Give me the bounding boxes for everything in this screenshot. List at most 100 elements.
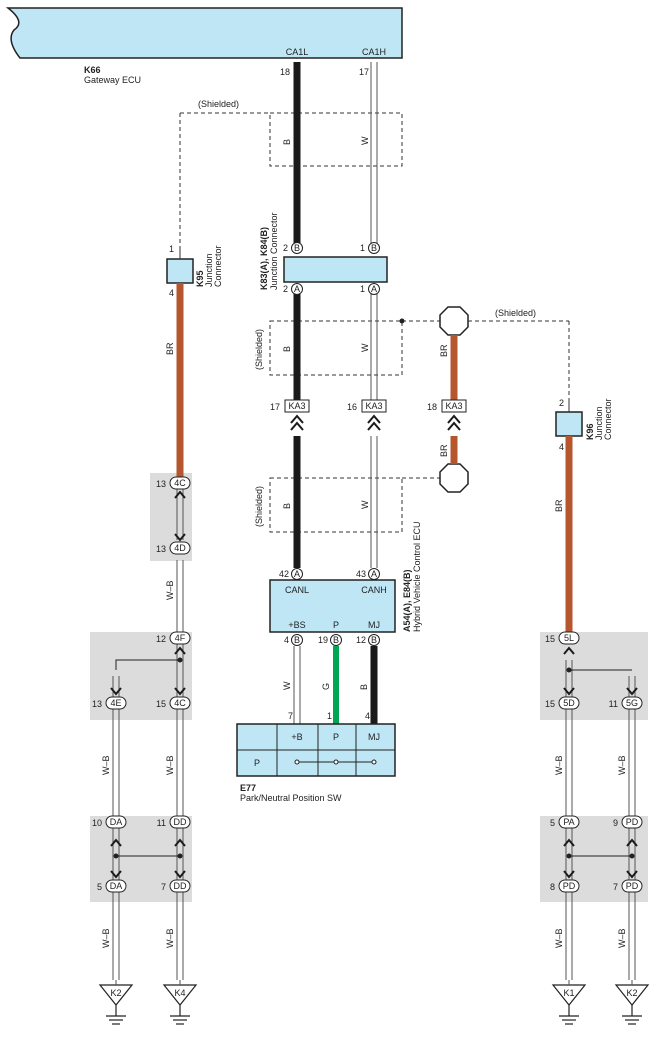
svg-text:1: 1 [169,244,174,254]
svg-text:4F: 4F [175,633,186,643]
svg-text:W–B: W–B [165,928,175,948]
svg-text:7: 7 [288,711,293,721]
svg-text:Park/Neutral Position SW: Park/Neutral Position SW [240,793,342,803]
svg-text:BR: BR [439,344,449,357]
svg-text:5: 5 [97,882,102,892]
hybrid-vehicle-ecu: A A 42 43 CANL CANH +BS P MJ B B B 4 19 … [269,521,422,646]
svg-text:Hybrid Vehicle Control ECU: Hybrid Vehicle Control ECU [412,521,422,632]
svg-text:A: A [371,284,377,294]
svg-text:7: 7 [161,882,166,892]
ground-k4 [162,984,198,1025]
svg-text:B: B [359,684,369,690]
svg-text:1: 1 [360,284,365,294]
svg-text:12: 12 [356,635,366,645]
svg-text:K95: K95 [195,270,205,287]
pin-18-label: 18 [280,67,290,77]
chevron-markers [110,490,638,879]
svg-text:A: A [294,284,300,294]
svg-text:Junction: Junction [204,253,214,287]
can-high-wire [370,62,378,568]
svg-text:4: 4 [284,635,289,645]
shielded-label-right: (Shielded) [495,308,536,318]
svg-text:W–B: W–B [101,755,111,775]
gateway-code: K66 [84,65,101,75]
left-junction-lines [115,659,180,857]
svg-text:CANL: CANL [285,585,309,595]
svg-text:17: 17 [270,402,280,412]
svg-text:P: P [254,758,260,768]
br-label-right: BR [554,499,564,512]
wire-w-label-3: W [360,500,370,509]
svg-text:15: 15 [156,699,166,709]
shielded-label-mid: (Shielded) [254,329,264,370]
pin-17-label: 17 [359,67,369,77]
k96-junction-connector: 2 4 K96 Junction Connector [555,398,613,452]
junction-dots [113,318,635,859]
svg-text:P: P [333,732,339,742]
svg-text:MJ: MJ [368,620,380,630]
shaded-areas [90,473,648,902]
shield-lines [179,112,570,533]
wire-b-label-1: B [282,139,292,145]
svg-text:12: 12 [156,634,166,644]
svg-text:5G: 5G [626,698,638,708]
svg-text:11: 11 [157,818,166,828]
svg-text:43: 43 [356,569,366,579]
svg-text:13: 13 [156,544,166,554]
e77-wires [293,646,378,724]
svg-text:2: 2 [559,398,564,408]
ground-connection-lines [115,980,633,985]
ground-k2-left [98,984,134,1025]
svg-text:PD: PD [626,817,639,827]
svg-text:W–B: W–B [101,928,111,948]
svg-text:W–B: W–B [165,580,175,600]
svg-text:E77: E77 [240,783,256,793]
svg-text:8: 8 [550,882,555,892]
svg-text:PD: PD [563,881,576,891]
svg-text:A: A [294,569,300,579]
svg-text:PA: PA [563,817,574,827]
svg-text:P: P [333,620,339,630]
svg-text:4: 4 [365,711,370,721]
park-neutral-switch: P +B P MJ E77 Park/Neutral Position SW [236,723,396,803]
svg-text:BR: BR [439,444,449,457]
shield-octagons [439,306,469,493]
wire-b-label-2: B [282,346,292,352]
svg-text:W–B: W–B [617,755,627,775]
svg-text:16: 16 [347,402,357,412]
k95-junction-connector: 1 4 K95 Junction Connector [166,244,223,298]
svg-text:11: 11 [609,699,618,709]
svg-text:+B: +B [291,732,302,742]
wire-w-label-1: W [360,136,370,145]
svg-text:5: 5 [550,818,555,828]
svg-text:18: 18 [427,402,437,412]
svg-text:+BS: +BS [288,620,305,630]
svg-text:W–B: W–B [554,928,564,948]
svg-text:10: 10 [92,818,102,828]
svg-text:5L: 5L [564,633,574,643]
wire-w-label-2: W [360,343,370,352]
svg-text:42: 42 [279,569,289,579]
k83-name: Junction Connector [269,212,279,290]
svg-text:13: 13 [156,479,166,489]
wire-b-label-3: B [282,503,292,509]
svg-text:B: B [371,243,377,253]
svg-text:B: B [371,635,377,645]
svg-text:4: 4 [169,288,174,298]
ground-symbols [98,984,650,1025]
svg-text:A54(A), E84(B): A54(A), E84(B) [402,569,412,632]
ka3-connectors: KA3 17 KA3 16 KA3 18 [270,399,467,431]
svg-text:Connector: Connector [213,245,223,287]
svg-text:W–B: W–B [165,755,175,775]
br-label-left: BR [165,342,175,355]
svg-text:15: 15 [545,634,555,644]
svg-text:W–B: W–B [554,755,564,775]
svg-text:DD: DD [174,817,187,827]
svg-text:4D: 4D [174,543,186,553]
svg-text:B: B [333,635,339,645]
svg-text:19: 19 [318,635,328,645]
svg-text:MJ: MJ [368,732,380,742]
svg-text:K96: K96 [585,423,595,440]
